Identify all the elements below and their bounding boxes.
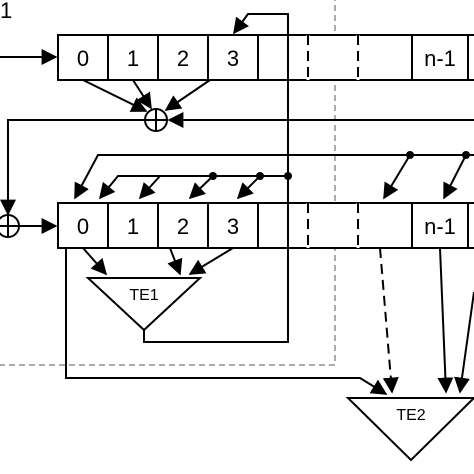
top-cell-3 <box>207 34 259 81</box>
te1-label: TE1 <box>129 287 158 304</box>
tap-bottom-3-to-te1 <box>188 247 234 275</box>
bus-tap-cell-3 <box>236 175 261 200</box>
bottom-cell-label-1: 1 <box>127 214 139 239</box>
top-cell-5 <box>307 34 359 81</box>
tap-bottom-0-to-te1 <box>82 247 108 276</box>
bottom-cell-1 <box>107 202 159 249</box>
bottom-cell-label-3: 3 <box>227 214 239 239</box>
bus-tap-cell-2 <box>188 175 214 200</box>
top-cell-label-3: 3 <box>227 46 239 71</box>
top-cell-6 <box>357 34 413 81</box>
te1-triangle <box>85 277 203 332</box>
bottom-cell-2 <box>157 202 209 249</box>
bottom-cell-4 <box>257 202 309 249</box>
bus-line-lower <box>98 175 288 200</box>
te2-triangle <box>345 397 474 462</box>
wire-xor-top-to-xor-bottom <box>0 119 145 216</box>
xor-gate-top <box>144 108 168 132</box>
bottom-cell-n-1 <box>411 202 469 249</box>
bottom-register: 0 1 2 3 n-1 <box>57 202 474 249</box>
top-cell-tail <box>467 34 474 81</box>
tap-tail-to-te2 <box>454 291 474 394</box>
te1-output-wire <box>143 176 289 343</box>
bus-tap-cell-1 <box>138 175 161 200</box>
bottom-cell-5 <box>307 202 359 249</box>
bottom-cell-label-0: 0 <box>77 214 89 239</box>
dashed-tap-to-te2 <box>379 247 399 394</box>
te2-label: TE2 <box>396 407 425 424</box>
tap-n-1-to-te2 <box>437 247 454 394</box>
tap-bottom-2-to-te1 <box>167 247 183 276</box>
top-cell-label-1: 1 <box>127 46 139 71</box>
tap-top-1-to-xor <box>132 79 152 110</box>
bus-tap-n-1 <box>443 154 467 200</box>
dashed-module-boundary <box>0 0 336 366</box>
tap-top-0-to-xor <box>82 79 148 112</box>
bottom-cell-label-2: 2 <box>177 214 189 239</box>
corner-mark: 1 <box>0 0 12 23</box>
bottom-cell-label-n-1: n-1 <box>424 214 456 239</box>
wire-bottom-0-to-te2 <box>65 248 388 395</box>
bus-line-upper <box>74 154 474 200</box>
bus-tap-right-dashed-cell <box>383 154 411 200</box>
top-cell-label-2: 2 <box>177 46 189 71</box>
top-register: 0 1 2 3 n-1 <box>57 34 474 81</box>
top-cell-4 <box>257 34 309 81</box>
bottom-cell-tail <box>467 202 474 249</box>
top-cell-label-0: 0 <box>77 46 89 71</box>
tap-top-3-to-xor <box>164 79 211 111</box>
top-cell-label-n-1: n-1 <box>424 46 456 71</box>
xor-gate-bottom <box>0 214 20 238</box>
bottom-cell-6 <box>357 202 413 249</box>
